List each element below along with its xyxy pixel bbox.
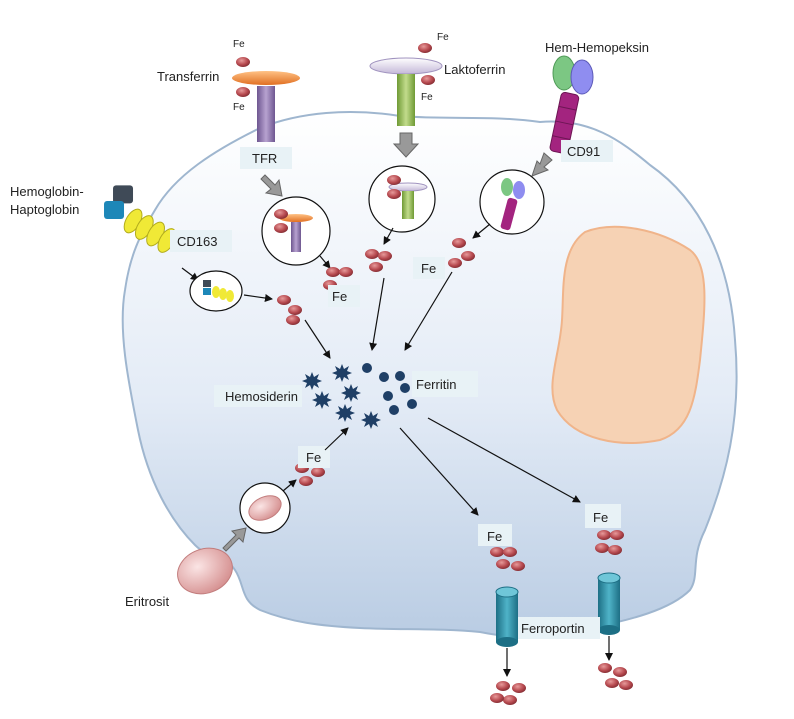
arrow-laktoferrin-release <box>383 227 394 245</box>
fe-box-export-2 <box>585 504 621 528</box>
ferritin-label-box <box>412 371 478 397</box>
transferrin-endocytosis-arrow <box>260 174 283 197</box>
arrow-to-ferroportin-2 <box>427 417 581 503</box>
laktoferrin-complex <box>369 43 443 126</box>
eritrosit-label: Eritrosit <box>125 594 169 609</box>
ferritin-cluster <box>362 363 417 415</box>
fe-box-transferrin <box>328 285 360 307</box>
hemosiderin-label-box <box>214 385 302 407</box>
fe-group-exported-1 <box>490 681 526 705</box>
nucleus <box>551 225 706 444</box>
ferroportin-2 <box>597 572 621 635</box>
cd91-receptor <box>549 91 580 154</box>
arrow-transferrin-release <box>319 255 331 269</box>
transferrin-label: Transferrin <box>157 69 219 84</box>
laktoferrin-receptor <box>397 74 415 126</box>
hemosiderin-label: Hemosiderin <box>225 389 298 404</box>
arrow-cd163-release <box>243 294 273 302</box>
laktoferrin-endocytosis-arrow <box>392 132 420 158</box>
arrow-eritrosit-release <box>282 479 297 492</box>
arrow-to-ferroportin-1 <box>399 427 479 516</box>
fe-label-transferrin-top: Fe <box>233 39 245 50</box>
transferrin-endosome <box>261 196 331 266</box>
laktoferrin-label: Laktoferrin <box>444 62 505 77</box>
hem-hemopeksin-label: Hem-Hemopeksin <box>545 40 649 55</box>
tfr-label-box <box>240 147 292 169</box>
arrow-to-pool-cd91 <box>404 271 453 351</box>
fe-label-transferrin-bottom: Fe <box>233 102 245 113</box>
arrow-to-pool-cd163 <box>304 319 331 359</box>
cd91-label-box <box>561 140 613 162</box>
cd163-label-box <box>170 230 232 252</box>
hem-hemopeksin-complex <box>549 55 594 154</box>
cd91-endosome <box>479 169 545 235</box>
cd91-endocytosis-arrow <box>531 152 553 177</box>
eritrosit <box>177 547 233 595</box>
arrow-eritrosit-to-pool <box>324 427 349 451</box>
ferroportin-label-box <box>518 617 600 639</box>
hemoglobin-label-line2: Haptoglobin <box>10 202 79 217</box>
fe-label-laktoferrin-top: Fe <box>437 32 449 43</box>
fe-label-eritrosit: Fe <box>306 450 321 465</box>
ferroportin-label: Ferroportin <box>521 621 585 636</box>
hemoglobin-haptoglobin-complex <box>104 185 177 253</box>
fe-label-laktoferrin-bottom: Fe <box>421 92 433 103</box>
fe-box-eritrosit <box>298 446 330 468</box>
hemoglobin-label-line1: Hemoglobin- <box>10 184 84 199</box>
tfr-receptor <box>257 86 275 142</box>
eritrosit-phagocytosis-arrow <box>222 527 247 552</box>
laktoferrin-endosome <box>368 165 436 233</box>
arrow-cd163-endocytosis <box>181 267 199 281</box>
cd91-label: CD91 <box>567 144 600 159</box>
fe-box-cd91 <box>413 257 445 279</box>
ferritin-label: Ferritin <box>416 377 456 392</box>
fe-label-export-1: Fe <box>487 529 502 544</box>
ferroportin-1 <box>495 586 519 647</box>
arrow-cd91-release <box>472 223 491 239</box>
fe-label-cd91-released: Fe <box>421 261 436 276</box>
tfr-label: TFR <box>252 151 277 166</box>
cd163-label: CD163 <box>177 234 217 249</box>
fe-group-exported-2 <box>598 663 633 690</box>
fe-box-export-1 <box>478 524 512 546</box>
cd163-endosome <box>189 270 243 312</box>
arrow-to-pool-laktoferrin <box>369 277 385 351</box>
transferrin-complex <box>232 57 300 142</box>
eritrosit-phagosome <box>239 482 291 534</box>
fe-label-export-2: Fe <box>593 510 608 525</box>
fe-label-transferrin-released: Fe <box>332 289 347 304</box>
